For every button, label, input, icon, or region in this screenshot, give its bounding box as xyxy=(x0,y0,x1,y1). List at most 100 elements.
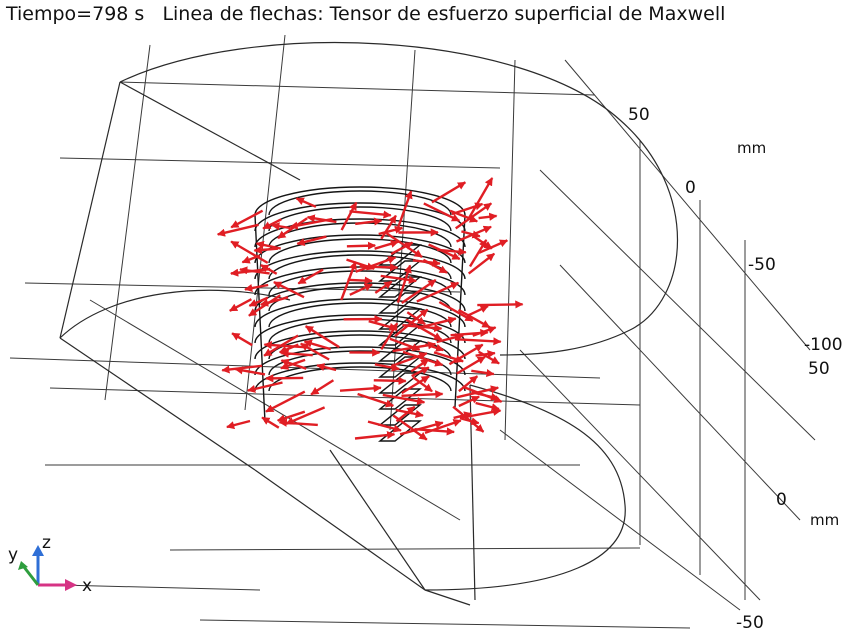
coil-turn xyxy=(254,314,466,344)
stress-arrow xyxy=(392,414,428,441)
plot-type-label: Linea de flechas: Tensor de esfuerzo sup… xyxy=(162,3,726,25)
stress-arrow xyxy=(374,239,399,250)
y-axis-arrow xyxy=(22,566,40,586)
stress-arrow xyxy=(475,350,496,359)
coil-turn xyxy=(268,366,452,392)
stress-arrow xyxy=(230,209,264,229)
stress-arrow xyxy=(346,241,377,250)
plot-title: Tiempo=798 s Linea de flechas: Tensor de… xyxy=(6,3,725,25)
stress-arrow xyxy=(373,376,407,385)
stress-arrow xyxy=(285,406,326,425)
y-axis-arrowhead xyxy=(18,561,28,570)
stress-arrow xyxy=(340,261,357,301)
stress-arrow xyxy=(477,300,524,309)
stress-arrow xyxy=(422,258,448,274)
stress-arrow xyxy=(241,254,261,264)
stress-arrow xyxy=(234,366,266,376)
stress-arrow xyxy=(374,363,401,372)
stress-arrow xyxy=(450,328,489,338)
stress-arrow xyxy=(230,267,271,277)
stress-arrow xyxy=(310,379,335,396)
stress-arrow xyxy=(273,281,305,299)
stress-arrow xyxy=(410,358,430,373)
lower-axis-labels: 50 0 -50 mm xyxy=(736,359,839,633)
stress-arrow xyxy=(295,197,317,208)
stress-arrow xyxy=(253,245,278,255)
stress-arrow xyxy=(260,296,289,307)
stress-arrow xyxy=(449,209,478,223)
stress-arrow xyxy=(354,431,396,440)
grid-lines xyxy=(9,34,816,629)
stress-arrow xyxy=(431,181,467,204)
orientation-triad: z x y xyxy=(8,533,92,596)
coil-section xyxy=(378,388,422,410)
stress-arrow xyxy=(349,210,392,219)
stress-arrow xyxy=(458,395,480,408)
stress-arrow xyxy=(478,239,509,254)
stress-arrow xyxy=(278,418,318,427)
stress-arrow xyxy=(401,390,444,399)
stress-arrow xyxy=(396,190,413,231)
stress-arrow xyxy=(271,222,291,231)
upper-tick-label: 50 xyxy=(628,105,650,125)
lower-tick-label: 50 xyxy=(808,359,830,379)
stress-arrow xyxy=(416,281,460,303)
coil-turn xyxy=(268,238,452,264)
stress-arrow xyxy=(396,264,412,303)
stress-arrow xyxy=(456,225,492,243)
stress-arrow xyxy=(468,239,488,268)
stress-arrow xyxy=(471,368,495,378)
stress-arrow xyxy=(478,212,498,221)
stress-arrow xyxy=(231,332,253,347)
stress-arrow xyxy=(367,420,402,433)
stress-arrow xyxy=(395,408,424,419)
stress-arrow xyxy=(280,349,313,358)
stress-arrow xyxy=(380,274,418,284)
stress-arrow xyxy=(244,283,269,293)
x-axis-label: x xyxy=(82,576,92,596)
stress-arrows xyxy=(216,177,524,441)
stress-arrow xyxy=(428,243,461,261)
time-label: Tiempo=798 s xyxy=(6,3,145,25)
stress-arrow xyxy=(458,375,479,393)
stress-arrow xyxy=(382,393,426,406)
stress-arrow xyxy=(347,276,373,285)
stress-arrow xyxy=(467,252,496,275)
coil-turn xyxy=(254,186,466,216)
stress-arrow xyxy=(296,235,327,246)
x-axis-arrowhead xyxy=(65,579,77,591)
stress-arrow xyxy=(389,337,421,352)
stress-arrow xyxy=(390,351,428,368)
upper-axis-unit: mm xyxy=(737,139,766,157)
coil-turn xyxy=(254,218,466,248)
lower-tick-label: -50 xyxy=(736,613,764,633)
stress-arrow xyxy=(468,177,494,219)
coil-turn xyxy=(268,302,452,328)
stress-arrow xyxy=(247,381,283,393)
stress-arrow xyxy=(280,358,306,370)
stress-arrow xyxy=(265,374,304,383)
stress-arrow xyxy=(316,363,337,372)
upper-tick-label: 0 xyxy=(685,178,696,198)
stress-arrow xyxy=(339,384,382,393)
stress-arrow xyxy=(423,202,461,222)
stress-arrow xyxy=(454,337,502,346)
coil-wireframe xyxy=(254,186,466,442)
stress-arrow xyxy=(390,241,414,256)
upper-axis-labels: 50 0 -50 -100 mm xyxy=(628,105,843,355)
stress-arrow xyxy=(265,390,306,413)
stress-arrow xyxy=(357,392,395,408)
stress-arrow xyxy=(374,280,393,294)
coil-turn xyxy=(268,190,452,216)
stress-arrow xyxy=(261,416,280,429)
stress-arrow xyxy=(306,214,337,224)
upper-tick-label: -50 xyxy=(748,255,776,275)
stress-arrow xyxy=(411,366,430,378)
stress-arrow xyxy=(226,419,251,430)
stress-arrow xyxy=(340,201,358,231)
stress-arrow xyxy=(303,339,332,351)
stress-arrow xyxy=(466,305,489,317)
y-axis-label: y xyxy=(8,545,18,565)
stress-arrow xyxy=(401,375,430,395)
